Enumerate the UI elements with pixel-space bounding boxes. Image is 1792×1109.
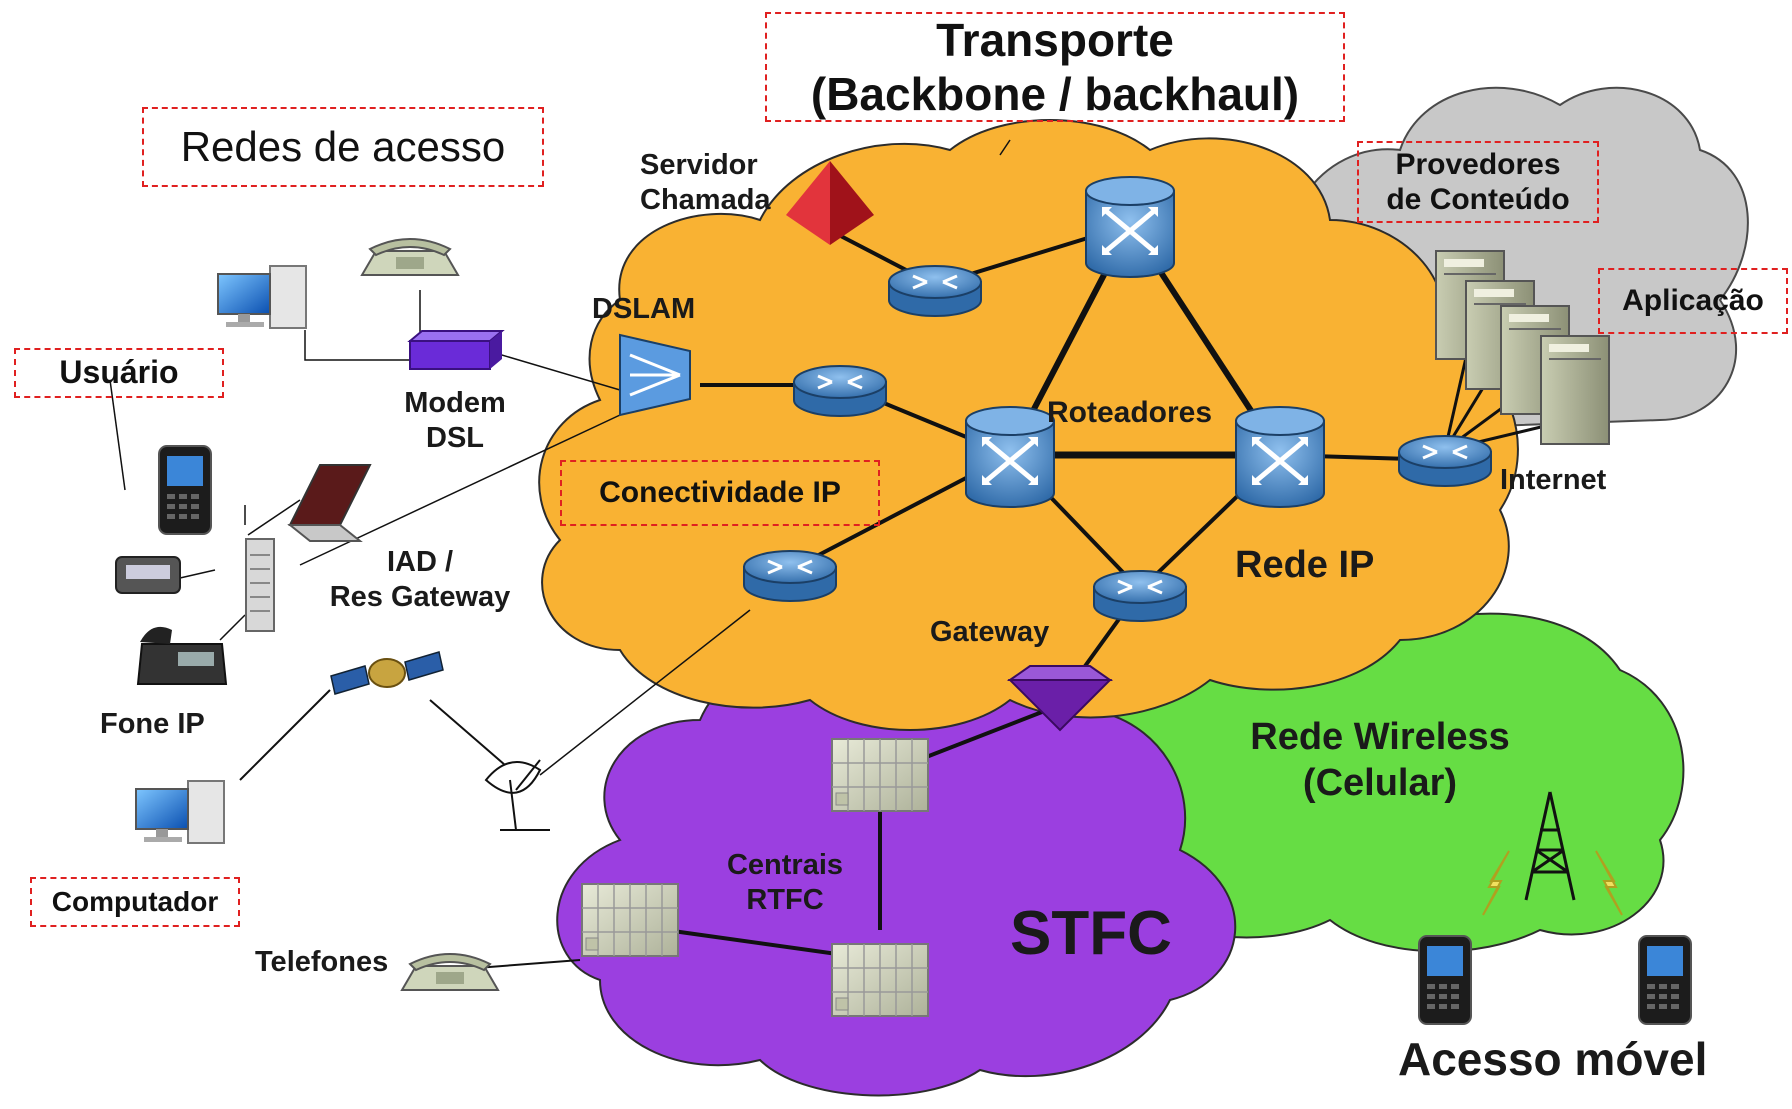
tower-icon — [1524, 791, 1576, 901]
edge-router-1-icon — [887, 264, 983, 318]
iad-icon — [245, 538, 275, 632]
transport-label-box: Transporte (Backbone / backhaul) — [765, 12, 1345, 122]
mobile-phone-right-icon — [1638, 935, 1692, 1025]
lightning-left-icon — [1482, 850, 1510, 916]
core-router-top-icon — [1086, 177, 1174, 277]
mobile-phone-left-icon — [1418, 935, 1472, 1025]
application-label-box: Aplicação — [1598, 268, 1788, 334]
dsl-phone-icon — [361, 238, 459, 276]
gateway-router-icon — [1092, 569, 1188, 623]
laptop-icon — [287, 464, 372, 542]
access-networks-label: Redes de acesso — [180, 123, 506, 171]
ip-connectivity-label: Conectividade IP — [599, 476, 841, 510]
pstn-exchange-bottom-icon — [831, 943, 929, 1017]
internet-label: Internet — [1500, 464, 1607, 496]
call-server-icon — [786, 161, 874, 245]
pstn-exchange-top-icon — [831, 738, 929, 812]
server-4-icon — [1540, 335, 1610, 445]
edge-router-2-icon — [792, 364, 888, 418]
user-computer-icon — [217, 265, 307, 329]
pstn-exchange-left-icon — [581, 883, 679, 957]
satellite-computer-icon — [135, 780, 225, 844]
content-providers-line1: Provedores — [1395, 147, 1561, 181]
application-label: Aplicação — [1622, 284, 1764, 318]
mobile-access-label: Acesso móvel — [1398, 1033, 1708, 1085]
content-providers-label-box: Provedores de Conteúdo — [1357, 141, 1599, 223]
routers-label: Roteadores — [1047, 396, 1213, 429]
transport-subtitle: (Backbone / backhaul) — [810, 68, 1300, 120]
call-server-label: Servidor Chamada — [640, 149, 771, 216]
computer-label: Computador — [51, 886, 219, 918]
ip-connectivity-label-box: Conectividade IP — [560, 460, 880, 526]
ip-network-label: Rede IP — [1235, 544, 1375, 586]
access-networks-label-box: Redes de acesso — [142, 107, 544, 187]
core-router-right-icon — [1236, 407, 1324, 507]
computer-label-box: Computador — [30, 877, 240, 927]
modem-label: Modem DSL — [404, 387, 506, 454]
user-smartphone-icon — [158, 445, 212, 535]
satellite-icon — [330, 651, 444, 695]
lightning-right-icon — [1595, 850, 1623, 916]
pstn-label: STFC — [1010, 899, 1172, 968]
iad-label: IAD / Res Gateway — [329, 546, 511, 613]
ip-phone-icon — [136, 626, 228, 685]
pstn-phone-icon — [401, 953, 499, 991]
exchanges-label: Centrais RTFC — [726, 849, 844, 916]
ip-phone-label: Fone IP — [100, 708, 205, 740]
core-router-left-icon — [966, 407, 1054, 507]
dslam-label: DSLAM — [592, 293, 696, 325]
gateway-icon — [1006, 665, 1114, 732]
gateway-label: Gateway — [930, 616, 1050, 648]
user-label-box: Usuário — [14, 348, 224, 398]
telephones-label: Telefones — [255, 946, 389, 978]
dish-icon — [484, 759, 550, 831]
transport-title: Transporte — [936, 13, 1174, 66]
user-label: Usuário — [59, 354, 179, 391]
modem-icon — [407, 330, 505, 370]
edge-router-3-icon — [742, 549, 838, 603]
content-providers-line2: de Conteúdo — [1386, 183, 1570, 216]
wireless-network-label: Rede Wireless (Celular) — [1250, 716, 1510, 804]
dslam-icon — [619, 333, 691, 417]
internet-router-icon — [1397, 434, 1493, 488]
pager-icon — [115, 556, 181, 594]
